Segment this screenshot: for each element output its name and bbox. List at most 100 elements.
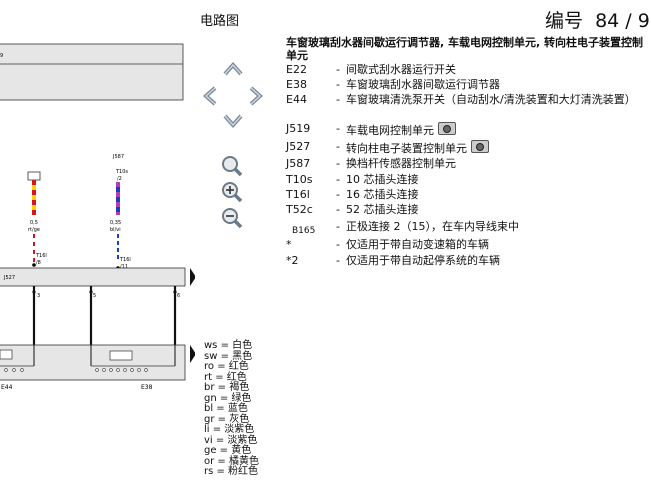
legend-row: *2-仅适用于带自动起停系统的车辆 xyxy=(286,254,651,268)
legend-row: J519 -车载电网控制单元 xyxy=(286,122,651,138)
pin-b: 5 xyxy=(93,293,96,299)
wire-left-color: rt/ge xyxy=(28,227,40,233)
scroll-left-icon[interactable] xyxy=(199,84,223,108)
t16l-b-label: T16l xyxy=(119,257,131,263)
continue-arrow-1 xyxy=(190,268,195,286)
e44-switch xyxy=(0,349,13,360)
wire-color-entry: gr = 灰色 xyxy=(204,413,250,425)
legend-row: T16l -16 芯插头连接 xyxy=(286,188,651,202)
legend-row: B165-正极连接 2（15），在车内导线束中 xyxy=(286,220,651,236)
e38-label: E38 xyxy=(141,384,153,391)
legend-code: J519 xyxy=(286,122,311,135)
legend-dash: - xyxy=(336,140,340,153)
legend-dash: - xyxy=(336,188,340,201)
t16l-pin: /8 xyxy=(36,260,41,266)
legend-code: J527 xyxy=(286,140,311,153)
diagram-title: 车窗玻璃刮水器间歇运行调节器, 车载电网控制单元, 转向柱电子装置控制单元 xyxy=(286,36,644,62)
pin-c: 6 xyxy=(177,293,180,299)
wire-color-entry: rt = 红色 xyxy=(204,371,247,383)
wire-color-entry: vi = 淡紫色 xyxy=(204,434,258,446)
legend-dash: - xyxy=(336,173,340,186)
legend-description: 转向柱电子装置控制单元 xyxy=(346,140,651,156)
legend-description: 间歇式刮水器运行开关 xyxy=(346,63,651,77)
legend-description: 10 芯插头连接 xyxy=(346,173,651,187)
camera-icon[interactable] xyxy=(438,122,456,135)
legend-description-text: 10 芯插头连接 xyxy=(346,173,419,186)
legend-row: T52c-52 芯插头连接 xyxy=(286,203,651,217)
legend-description: 车载电网控制单元 xyxy=(346,122,651,138)
wire-color-entry: br = 褐色 xyxy=(204,382,250,393)
wire-color-entry: li = 淡紫色 xyxy=(204,424,255,435)
legend-description-text: 车窗玻璃清洗泵开关（自动刮水/清洗装置和大灯清洗装置） xyxy=(346,93,636,106)
e44-label: E44 xyxy=(1,384,13,391)
legend-description-text: 换档杆传感器控制单元 xyxy=(346,157,456,170)
legend-code: E44 xyxy=(286,93,307,106)
legend-dash: - xyxy=(336,157,340,170)
wire-right-color: bl/vi xyxy=(110,227,121,233)
e38-switch xyxy=(109,350,133,361)
legend-description-text: 52 芯插头连接 xyxy=(346,203,419,216)
bottom-component-block xyxy=(0,344,186,381)
legend-row: *-仅适用于带自动变速箱的车辆 xyxy=(286,238,651,252)
legend-description-text: 仅适用于带自动起停系统的车辆 xyxy=(346,254,500,267)
legend-description: 16 芯插头连接 xyxy=(346,188,651,202)
legend-description: 正极连接 2（15），在车内导线束中 xyxy=(346,220,651,234)
legend-description-text: 仅适用于带自动变速箱的车辆 xyxy=(346,238,489,251)
legend-description-text: 正极连接 2（15），在车内导线束中 xyxy=(346,220,519,233)
t10s-pin: /2 xyxy=(117,176,122,182)
zoom-fit-icon[interactable] xyxy=(220,154,244,178)
camera-icon[interactable] xyxy=(471,140,489,153)
fuse-symbol xyxy=(27,171,41,181)
wire-color-entry: ge = 黄色 xyxy=(204,445,252,456)
legend-description-text: 间歇式刮水器运行开关 xyxy=(346,63,456,76)
j587-label: J587 xyxy=(112,154,124,160)
legend-description: 换档杆传感器控制单元 xyxy=(346,157,651,171)
zoom-in-icon[interactable] xyxy=(220,180,244,204)
scroll-right-icon[interactable] xyxy=(243,84,267,108)
wire-color-entry: rs = 粉红色 xyxy=(204,466,259,477)
t16l-b-pin: /11 xyxy=(120,264,128,270)
wire-color-entry: gn = 绿色 xyxy=(204,392,252,404)
legend-dash: - xyxy=(336,122,340,135)
legend-dash: - xyxy=(336,63,340,76)
legend-description: 仅适用于带自动变速箱的车辆 xyxy=(346,238,651,252)
legend-code: T52c xyxy=(286,203,313,216)
legend-dash: - xyxy=(336,93,340,106)
legend-row: J527 -转向柱电子装置控制单元 xyxy=(286,140,651,156)
legend-dash: - xyxy=(336,254,340,267)
wire-color-entry: bl = 蓝色 xyxy=(204,403,248,414)
legend-dash: - xyxy=(336,78,340,91)
page-number: 编号 84 / 9 xyxy=(545,10,650,32)
legend-code: * xyxy=(286,238,292,251)
j527-component xyxy=(0,267,186,287)
wire-color-entry: sw = 黑色 xyxy=(204,350,253,362)
wire-color-entry: ro = 红色 xyxy=(204,361,249,372)
top-box-label: 9 xyxy=(0,53,3,59)
legend-row: E22 -间歇式刮水器运行开关 xyxy=(286,63,651,77)
legend-code: T16l xyxy=(286,188,310,201)
wire-color-entry: ws = 白色 xyxy=(204,340,253,351)
j527-label: J527 xyxy=(3,275,15,281)
legend-code: E38 xyxy=(286,78,307,91)
legend-description: 仅适用于带自动起停系统的车辆 xyxy=(346,254,651,268)
t16l-label: T16l xyxy=(35,253,47,259)
wire-right-size: 0,35 xyxy=(110,220,121,226)
legend-code: E22 xyxy=(286,63,307,76)
scroll-down-icon[interactable] xyxy=(221,108,245,132)
top-component-block xyxy=(0,43,184,101)
pin-a: 3 xyxy=(37,293,40,299)
legend-description-text: 车载电网控制单元 xyxy=(346,124,434,137)
legend-code: T10s xyxy=(286,173,313,186)
continue-arrow-2 xyxy=(190,345,195,363)
legend-row: E44 -车窗玻璃清洗泵开关（自动刮水/清洗装置和大灯清洗装置） xyxy=(286,93,651,121)
legend-dash: - xyxy=(336,220,340,233)
legend-description-text: 16 芯插头连接 xyxy=(346,188,419,201)
t10s-label: T10s xyxy=(115,169,128,175)
scroll-up-icon[interactable] xyxy=(221,58,245,82)
legend-description: 车窗玻璃刮水器间歇运行调节器 xyxy=(346,78,651,92)
wire-color-entry: or = 橘黄色 xyxy=(204,455,259,467)
legend-description: 52 芯插头连接 xyxy=(346,203,651,217)
legend-description: 车窗玻璃清洗泵开关（自动刮水/清洗装置和大灯清洗装置） xyxy=(346,93,651,107)
zoom-out-icon[interactable] xyxy=(220,206,244,230)
